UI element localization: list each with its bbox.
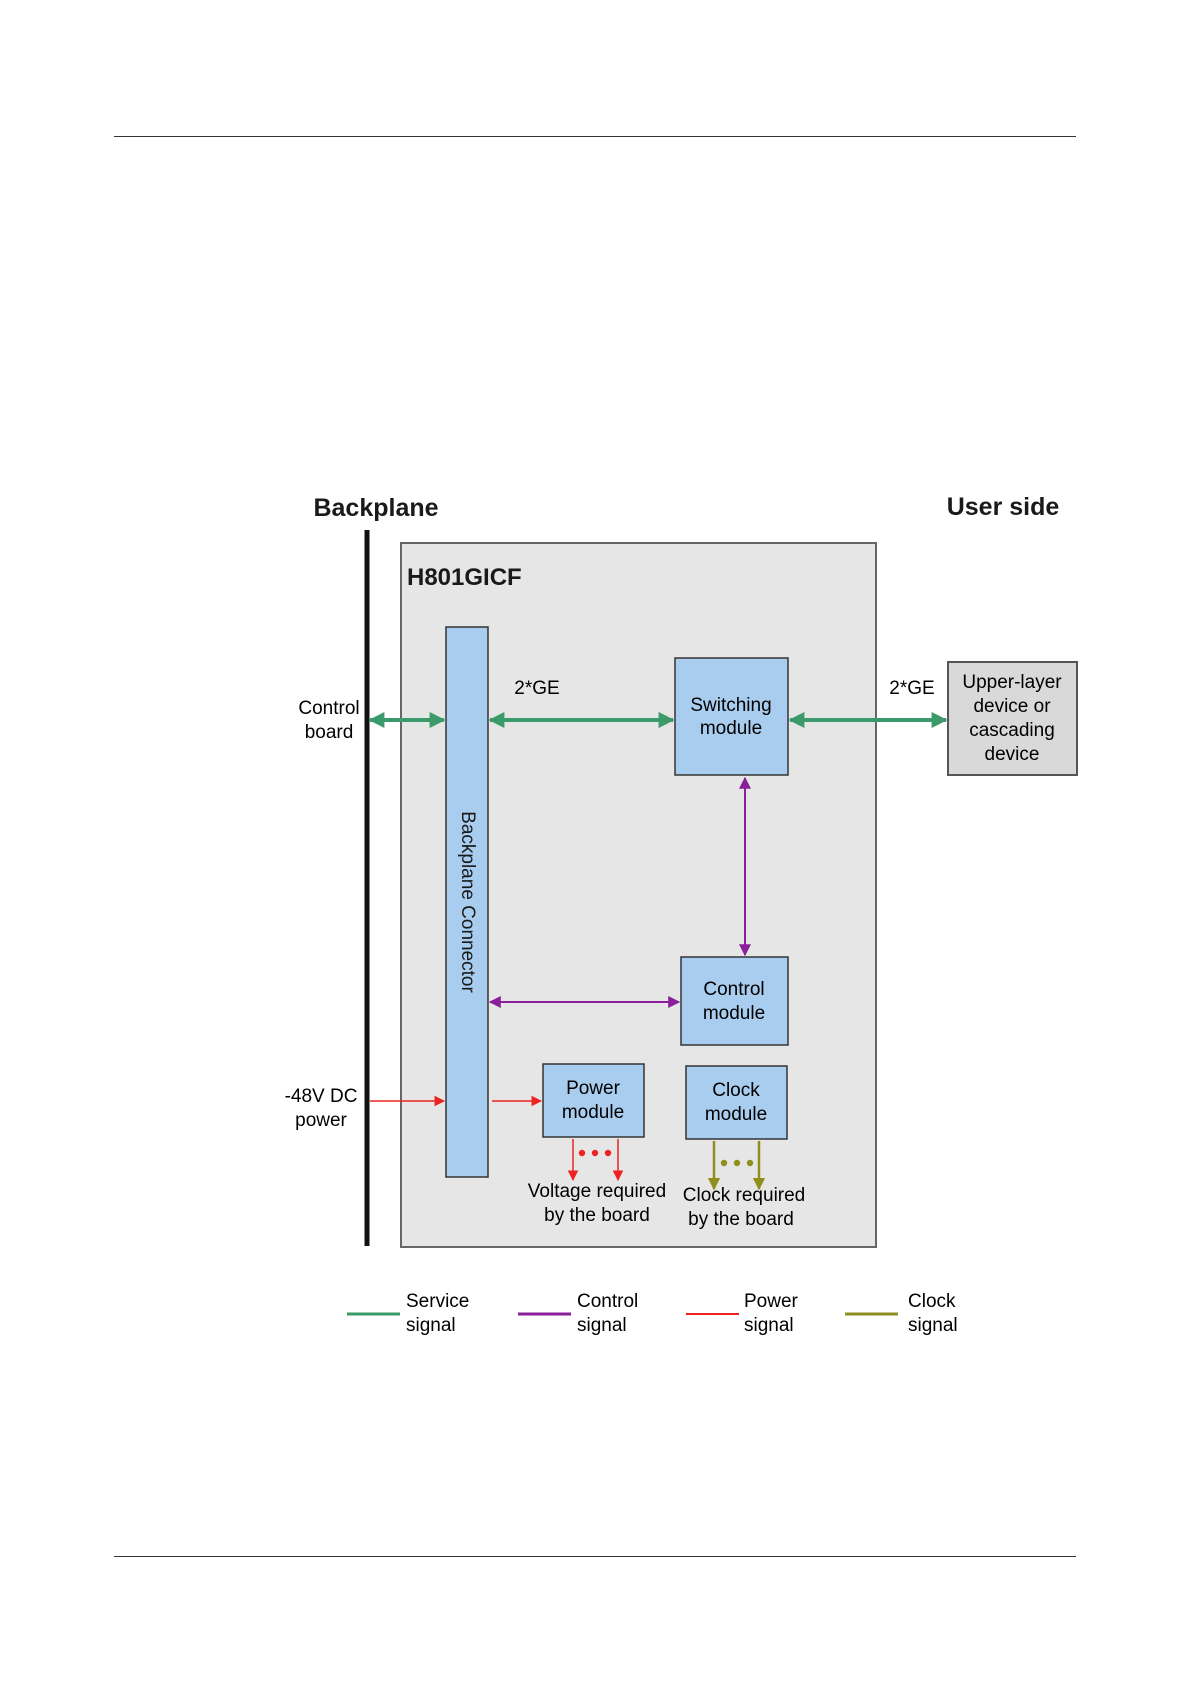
clock-note-line2: by the board bbox=[688, 1209, 794, 1230]
upper-device-line4: device bbox=[985, 744, 1040, 765]
power-module-line2: module bbox=[562, 1102, 624, 1123]
backplane-title: Backplane bbox=[313, 494, 438, 522]
legend-power-line1: Power bbox=[744, 1291, 799, 1312]
voltage-note-line1: Voltage required bbox=[528, 1181, 666, 1202]
ge-label-right: 2*GE bbox=[889, 678, 934, 699]
legend-clock-line1: Clock bbox=[908, 1291, 956, 1312]
switching-module: Switching module bbox=[675, 658, 788, 775]
power-input-line1: -48V DC bbox=[285, 1086, 358, 1107]
legend-control-line2: signal bbox=[577, 1315, 627, 1336]
clock-note-line1: Clock required bbox=[683, 1185, 806, 1206]
clock-module-line2: module bbox=[705, 1104, 767, 1125]
legend-clock: Clock signal bbox=[845, 1291, 958, 1336]
control-module: Control module bbox=[681, 957, 788, 1045]
legend-power: Power signal bbox=[686, 1291, 799, 1336]
control-board-line2: board bbox=[305, 722, 354, 743]
clock-module: Clock module bbox=[686, 1066, 787, 1139]
upper-layer-device: Upper-layer device or cascading device bbox=[948, 662, 1077, 775]
legend-service-line2: signal bbox=[406, 1315, 456, 1336]
clock-ellipsis-dots bbox=[721, 1160, 753, 1166]
power-module-line1: Power bbox=[566, 1078, 621, 1099]
upper-device-line2: device or bbox=[973, 696, 1051, 717]
legend-control: Control signal bbox=[518, 1291, 638, 1336]
clock-module-line1: Clock bbox=[712, 1080, 760, 1101]
voltage-note-line2: by the board bbox=[544, 1205, 650, 1226]
control-module-line2: module bbox=[703, 1003, 765, 1024]
ge-label-left: 2*GE bbox=[514, 678, 559, 699]
legend-clock-line2: signal bbox=[908, 1315, 958, 1336]
switching-module-line1: Switching bbox=[690, 695, 771, 716]
legend-service-line1: Service bbox=[406, 1291, 469, 1312]
control-board-line1: Control bbox=[298, 698, 359, 719]
upper-device-line1: Upper-layer bbox=[962, 672, 1062, 693]
user-side-title: User side bbox=[947, 493, 1060, 521]
legend-service: Service signal bbox=[347, 1291, 469, 1336]
power-ellipsis-dots bbox=[579, 1150, 611, 1156]
upper-device-line3: cascading bbox=[969, 720, 1055, 741]
power-module: Power module bbox=[543, 1064, 644, 1137]
control-module-line1: Control bbox=[703, 979, 764, 1000]
switching-module-line2: module bbox=[700, 718, 762, 739]
power-input-line2: power bbox=[295, 1110, 347, 1131]
backplane-connector-label: Backplane Connector bbox=[457, 811, 478, 993]
legend-control-line1: Control bbox=[577, 1291, 638, 1312]
board-name: H801GICF bbox=[407, 564, 522, 591]
legend-power-line2: signal bbox=[744, 1315, 794, 1336]
